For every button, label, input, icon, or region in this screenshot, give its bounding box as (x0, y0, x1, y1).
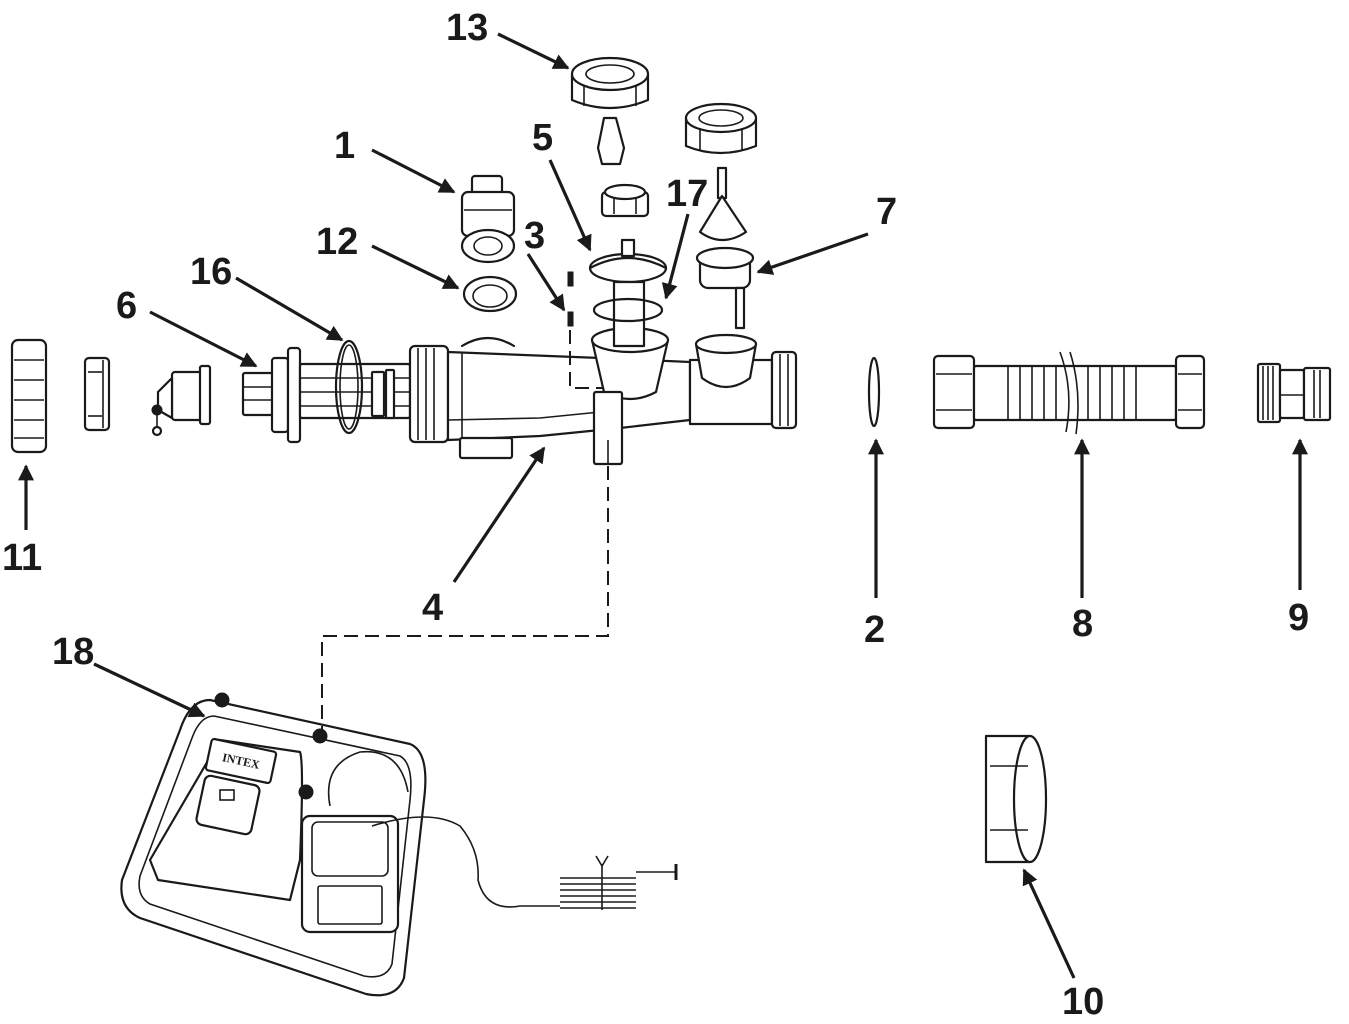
wire-connection-dashed (321, 466, 609, 730)
part-11-union-nut (10, 338, 48, 454)
callout-12: 12 (316, 221, 358, 263)
callout-3: 3 (524, 215, 545, 257)
callout-5: 5 (532, 117, 553, 159)
arrow-1 (371, 148, 456, 194)
callout-13: 13 (446, 7, 488, 49)
right-cap (684, 102, 758, 155)
part-2-o-ring (867, 356, 881, 428)
callout-labels: 13 1 12 16 6 3 5 17 7 11 4 2 8 9 18 10 (2, 7, 1309, 1023)
arrow-4 (452, 446, 546, 583)
part-1-fitting (460, 174, 516, 264)
callout-18: 18 (52, 631, 94, 673)
callout-11: 11 (2, 537, 42, 579)
arrow-13 (497, 32, 570, 70)
part-18-control-unit: INTEX (120, 692, 678, 997)
small-nut (600, 183, 650, 218)
part-17-o-ring (592, 297, 664, 323)
callout-17: 17 (666, 173, 708, 215)
part-3-pins (567, 271, 574, 327)
callout-1: 1 (334, 125, 355, 167)
elbow-connector (151, 364, 212, 437)
callout-arrows (18, 32, 1308, 979)
part-12-seal (462, 275, 518, 313)
arrow-7 (756, 232, 869, 275)
callout-6: 6 (116, 285, 137, 327)
arrow-10 (1022, 868, 1076, 979)
callout-9: 9 (1288, 597, 1309, 639)
callout-4: 4 (422, 587, 443, 629)
part-13-cap (570, 56, 650, 166)
part-5-valve (588, 238, 668, 348)
part-4-cell-body (408, 326, 798, 466)
mounting-screw-icon (298, 784, 314, 800)
callout-7: 7 (876, 191, 897, 233)
arrow-12 (371, 244, 460, 290)
mounting-screw-icon (214, 692, 230, 708)
callout-2: 2 (864, 609, 885, 651)
power-cord-coil (560, 855, 678, 910)
part-16-o-ring (334, 339, 364, 435)
callout-10: 10 (1062, 981, 1104, 1023)
callout-8: 8 (1072, 603, 1093, 645)
arrow-16 (235, 276, 344, 342)
part-6-electrode-assembly (241, 346, 412, 444)
callout-16: 16 (190, 251, 232, 293)
part-10-nut (984, 734, 1048, 864)
arrow-18 (93, 662, 206, 718)
arrow-6 (149, 310, 258, 368)
arrow-3 (526, 253, 566, 312)
arrow-17 (661, 213, 690, 300)
part-9-adapter (1256, 362, 1332, 424)
part-16-o-ring-inner (339, 344, 359, 430)
adapter-ring (83, 356, 111, 432)
arrow-5 (548, 159, 592, 252)
part-8-hose (932, 351, 1206, 435)
mounting-screw-icon (312, 728, 328, 744)
part-7-sensor (695, 166, 755, 330)
